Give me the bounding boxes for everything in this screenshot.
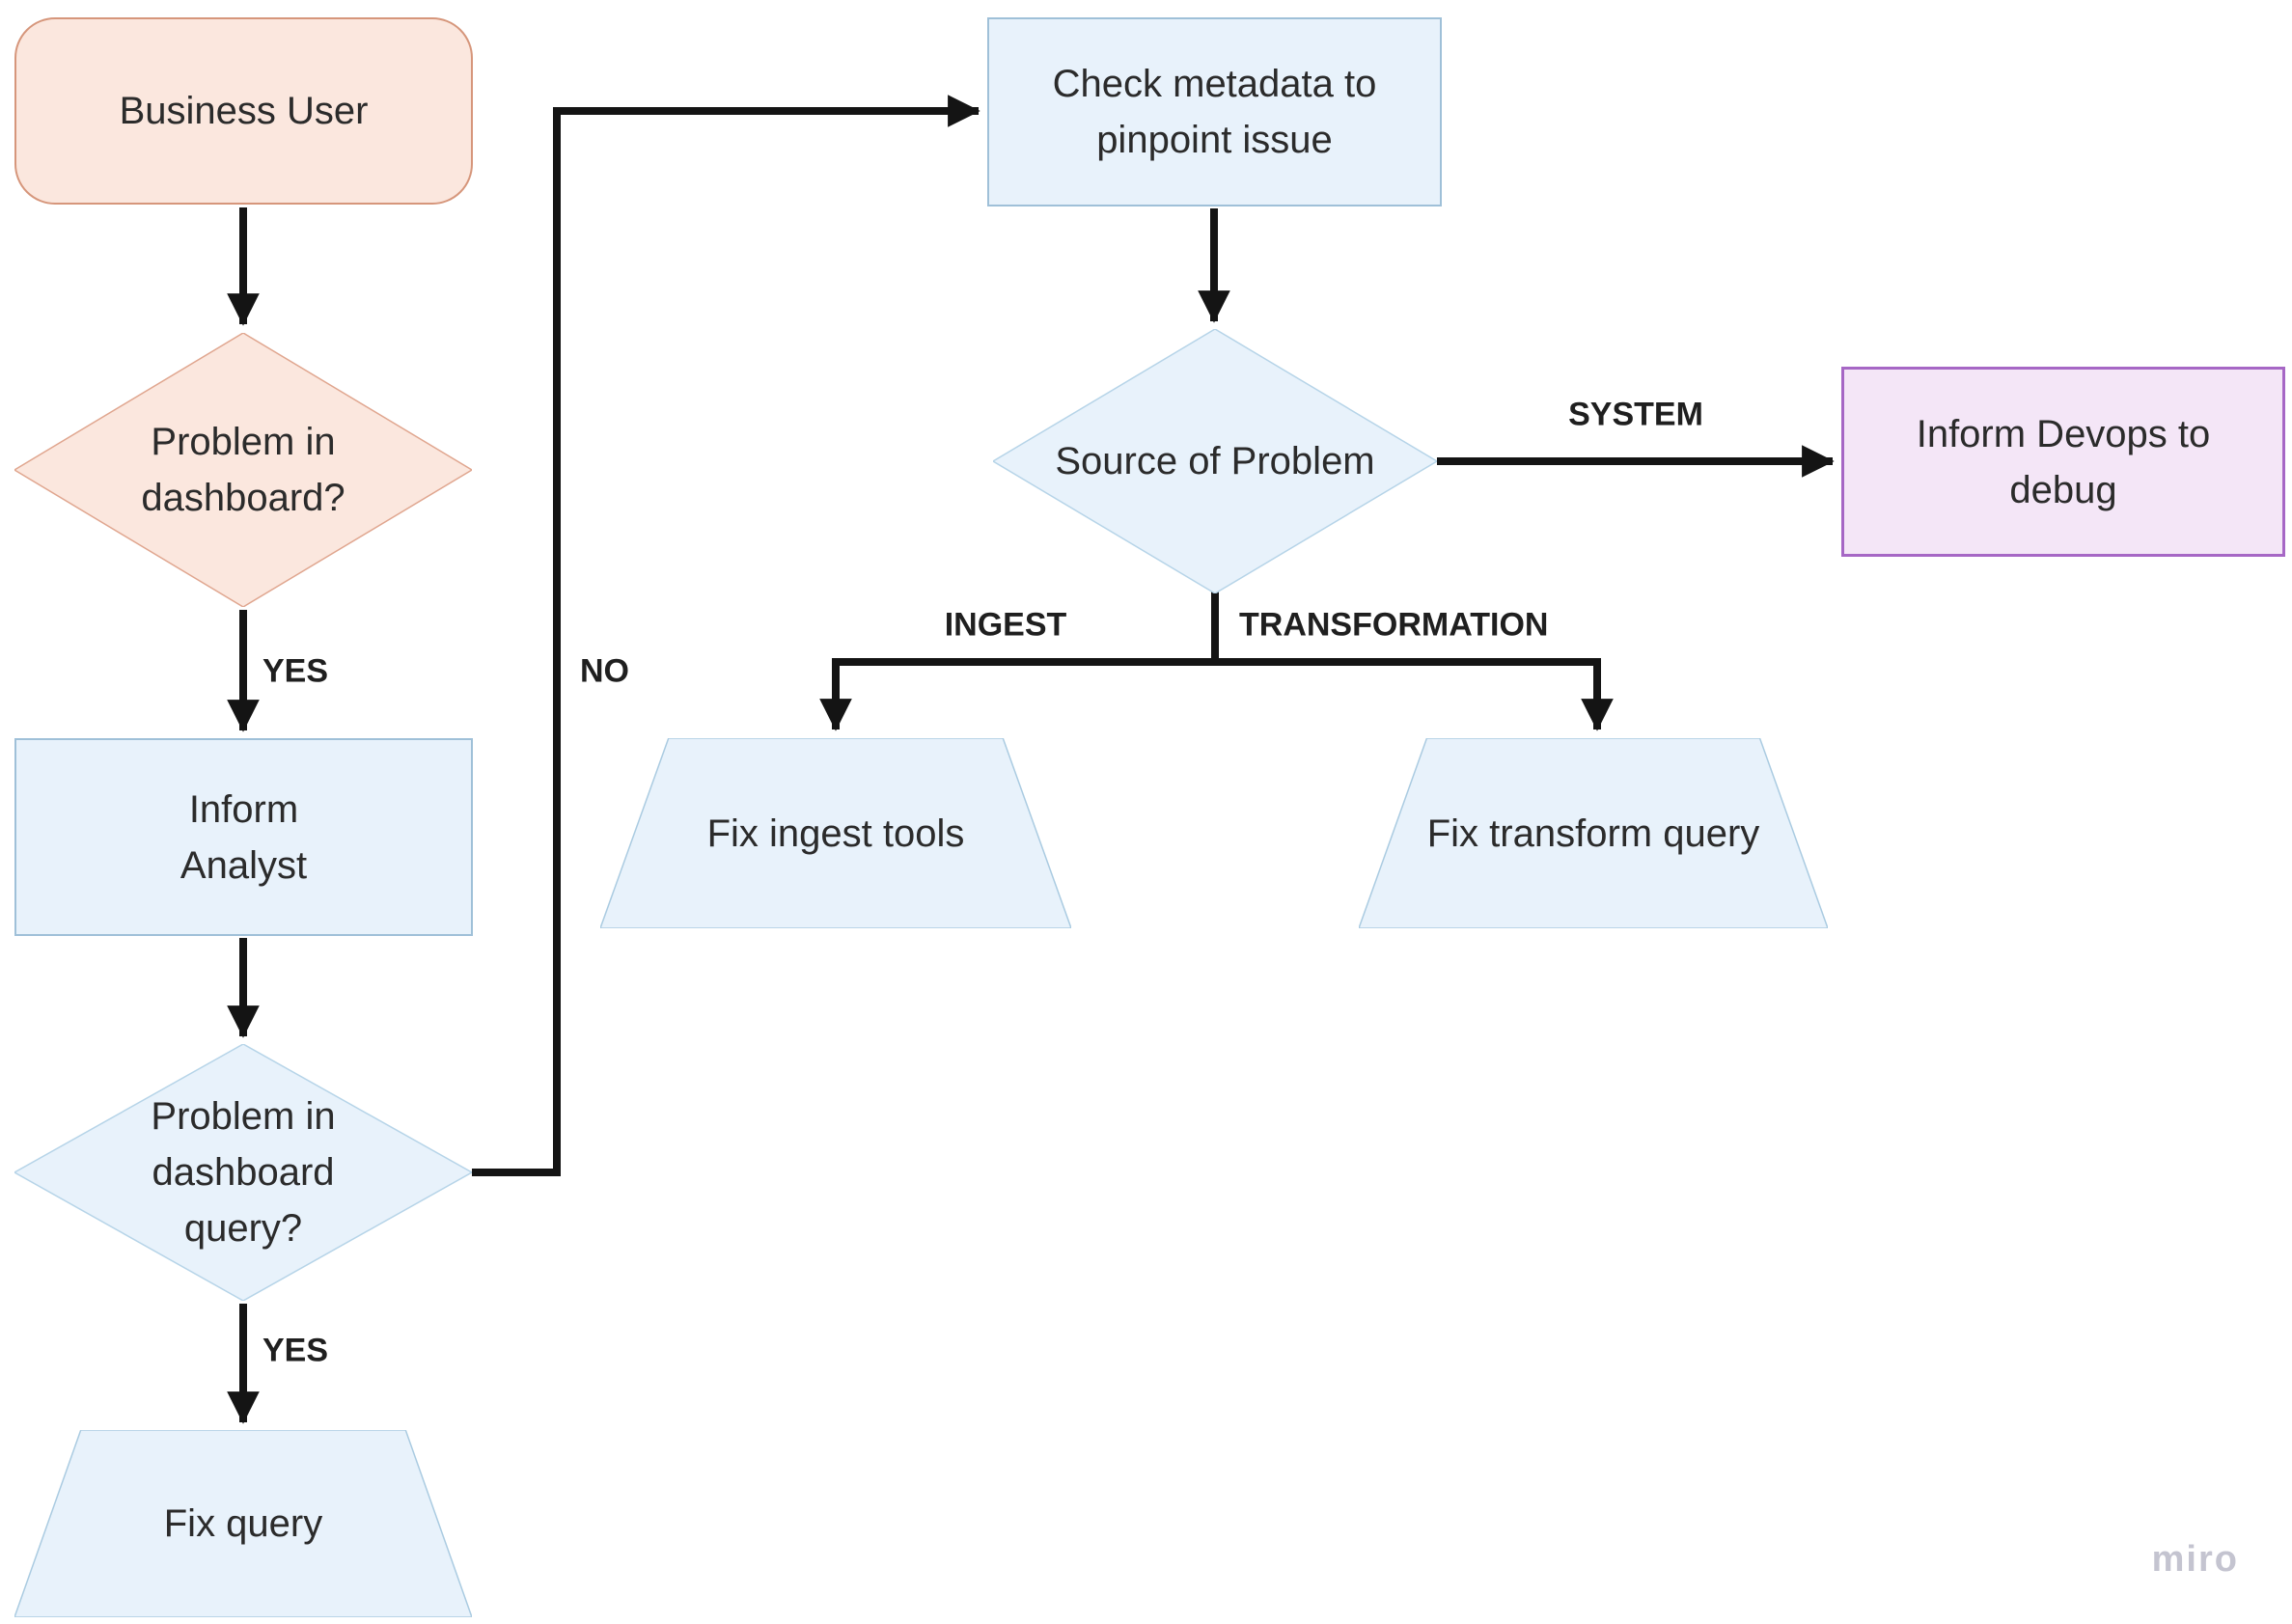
node-check-metadata-label: Check metadata to pinpoint issue <box>1052 63 1377 161</box>
node-inform-analyst[interactable]: Inform Analyst <box>14 738 473 936</box>
diamond-shape <box>14 333 472 607</box>
node-fix-query[interactable]: Fix query <box>14 1430 472 1617</box>
edge-label-yes-dashboard: YES <box>262 652 329 690</box>
node-check-metadata[interactable]: Check metadata to pinpoint issue <box>987 17 1442 206</box>
node-problem-in-dashboard-query[interactable]: Problem in dashboard query? <box>14 1044 472 1301</box>
node-inform-devops[interactable]: Inform Devops to debug <box>1841 367 2285 557</box>
edge-label-ingest: INGEST <box>944 606 1067 644</box>
trapezoid-shape <box>14 1430 472 1617</box>
edge-label-yes-query: YES <box>262 1332 329 1369</box>
node-problem-in-dashboard-label: Problem in dashboard? <box>141 421 345 519</box>
trapezoid-shape <box>1359 738 1828 928</box>
diamond-shape <box>14 1044 472 1301</box>
node-fix-transform-query-label: Fix transform query <box>1426 812 1760 855</box>
node-source-of-problem[interactable]: Source of Problem <box>993 329 1437 593</box>
node-inform-analyst-label: Inform Analyst <box>179 787 308 887</box>
node-fix-ingest-tools-label: Fix ingest tools <box>706 812 965 855</box>
node-business-user[interactable]: Business User <box>14 17 473 205</box>
edge-no-to-check-metadata <box>472 95 980 1176</box>
node-problem-in-dashboard-query-label: Problem in dashboard query? <box>151 1095 336 1250</box>
edge-label-no: NO <box>580 652 629 690</box>
node-business-user-label: Business User <box>119 90 369 132</box>
node-fix-query-label: Fix query <box>163 1502 323 1545</box>
node-source-of-problem-label: Source of Problem <box>1055 440 1375 482</box>
diamond-shape <box>993 329 1437 593</box>
edge-label-system: SYSTEM <box>1568 396 1703 433</box>
edge-label-transformation: TRANSFORMATION <box>1239 606 1549 644</box>
miro-watermark-logo: miro <box>2151 1539 2239 1580</box>
node-fix-transform-query[interactable]: Fix transform query <box>1359 738 1828 928</box>
node-fix-ingest-tools[interactable]: Fix ingest tools <box>600 738 1071 928</box>
trapezoid-shape <box>600 738 1071 928</box>
node-problem-in-dashboard[interactable]: Problem in dashboard? <box>14 333 472 607</box>
node-inform-devops-label: Inform Devops to debug <box>1916 412 2211 511</box>
